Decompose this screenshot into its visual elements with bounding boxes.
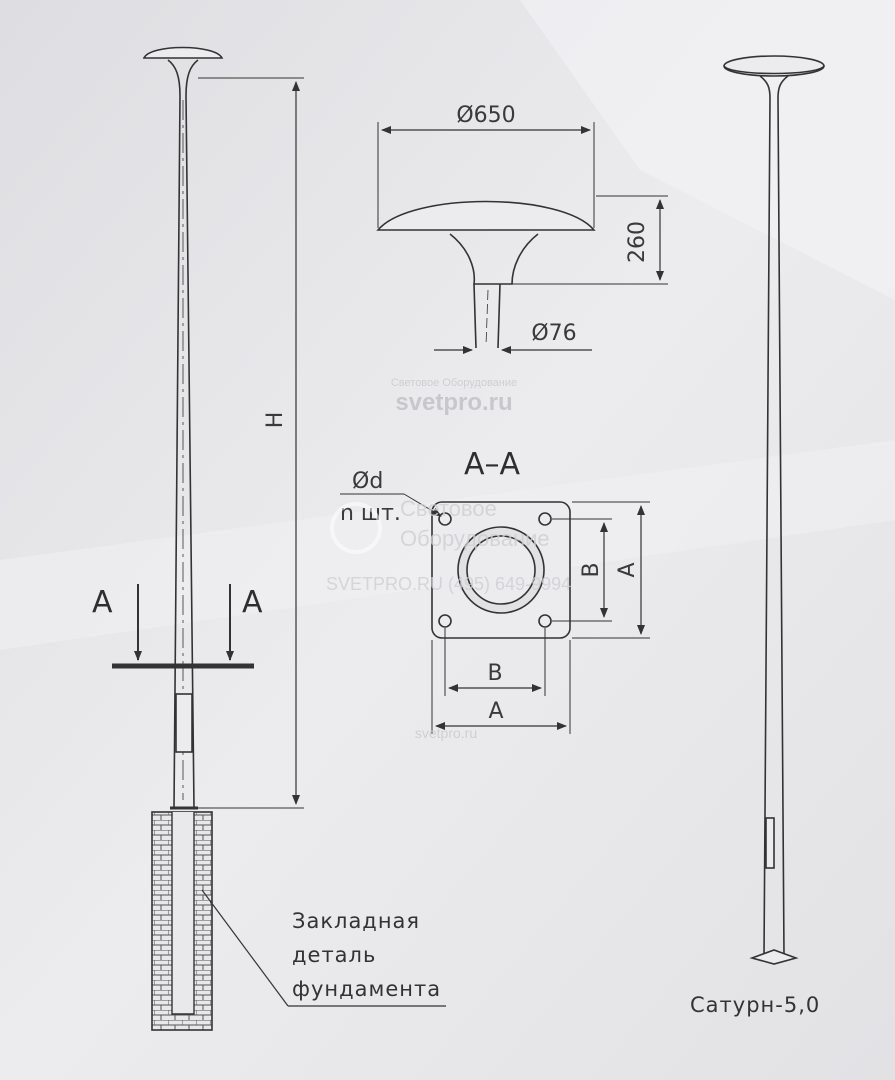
cap-pipe-left bbox=[473, 283, 477, 349]
watermark-bottom: svetpro.ru bbox=[415, 725, 477, 741]
left-pole-line bbox=[185, 95, 195, 809]
bolt-hole bbox=[438, 512, 452, 526]
cap-pipe-axis bbox=[485, 289, 489, 347]
foundation bbox=[151, 811, 213, 1031]
section-title: A–A bbox=[464, 447, 521, 482]
right-service-hatch bbox=[765, 817, 775, 869]
hole-leader bbox=[403, 493, 442, 517]
model-name: Сатурн-5,0 bbox=[690, 993, 820, 1017]
foundation-label-line3: фундамента bbox=[292, 977, 441, 1001]
foundation-label-line1: Закладная bbox=[292, 909, 420, 933]
right-pole-drawing bbox=[723, 55, 825, 965]
watermark-overlay-line2: Оборудование bbox=[400, 526, 550, 551]
watermark-overlay-line3: SVETPRO.RU (495) 649-9994 bbox=[326, 574, 571, 594]
cap-dome bbox=[376, 200, 596, 231]
pipe-diameter-label: Ø76 bbox=[531, 321, 576, 346]
watermark-logo bbox=[330, 502, 382, 554]
cap-pipe-right bbox=[497, 283, 501, 349]
cap-bell bbox=[449, 233, 539, 285]
side-b-vertical-label: B bbox=[579, 562, 604, 577]
right-pole-line bbox=[763, 97, 771, 957]
section-marker-left: A bbox=[92, 585, 113, 620]
service-hatch bbox=[175, 693, 193, 753]
watermark-big: svetpro.ru bbox=[395, 389, 512, 416]
watermark-logo-ring bbox=[330, 502, 382, 554]
foundation-label-line2: деталь bbox=[292, 943, 376, 967]
side-b-horizontal-label: B bbox=[487, 661, 502, 686]
base-plate bbox=[431, 501, 571, 639]
left-pole-drawing bbox=[112, 46, 254, 810]
height-label: H bbox=[263, 412, 288, 429]
watermark-small: Световое Оборудование bbox=[391, 377, 517, 389]
watermark-overlay-line1: Световое bbox=[400, 496, 497, 521]
bolt-hole bbox=[538, 512, 552, 526]
cap-diameter-label: Ø650 bbox=[456, 103, 515, 128]
right-pole-line bbox=[777, 97, 785, 957]
embedded-part bbox=[171, 812, 195, 1015]
left-cap-neck bbox=[167, 59, 199, 97]
bolt-hole bbox=[538, 614, 552, 628]
section-marker-right: A bbox=[242, 585, 263, 620]
right-cap-rim bbox=[723, 65, 825, 75]
right-base-flange bbox=[749, 949, 799, 965]
hole-diameter-label: Ød bbox=[352, 469, 383, 494]
foundation-leader bbox=[201, 889, 289, 1007]
left-pole-line bbox=[173, 95, 181, 809]
side-a-vertical-label: A bbox=[615, 562, 640, 577]
side-a-horizontal-label: A bbox=[488, 699, 503, 724]
pipe-inner-circle bbox=[466, 535, 536, 605]
bolt-hole bbox=[438, 614, 452, 628]
cap-detail bbox=[376, 200, 596, 349]
left-cap bbox=[142, 46, 224, 59]
cap-height-label: 260 bbox=[625, 221, 650, 263]
right-cap-neck bbox=[759, 75, 789, 99]
